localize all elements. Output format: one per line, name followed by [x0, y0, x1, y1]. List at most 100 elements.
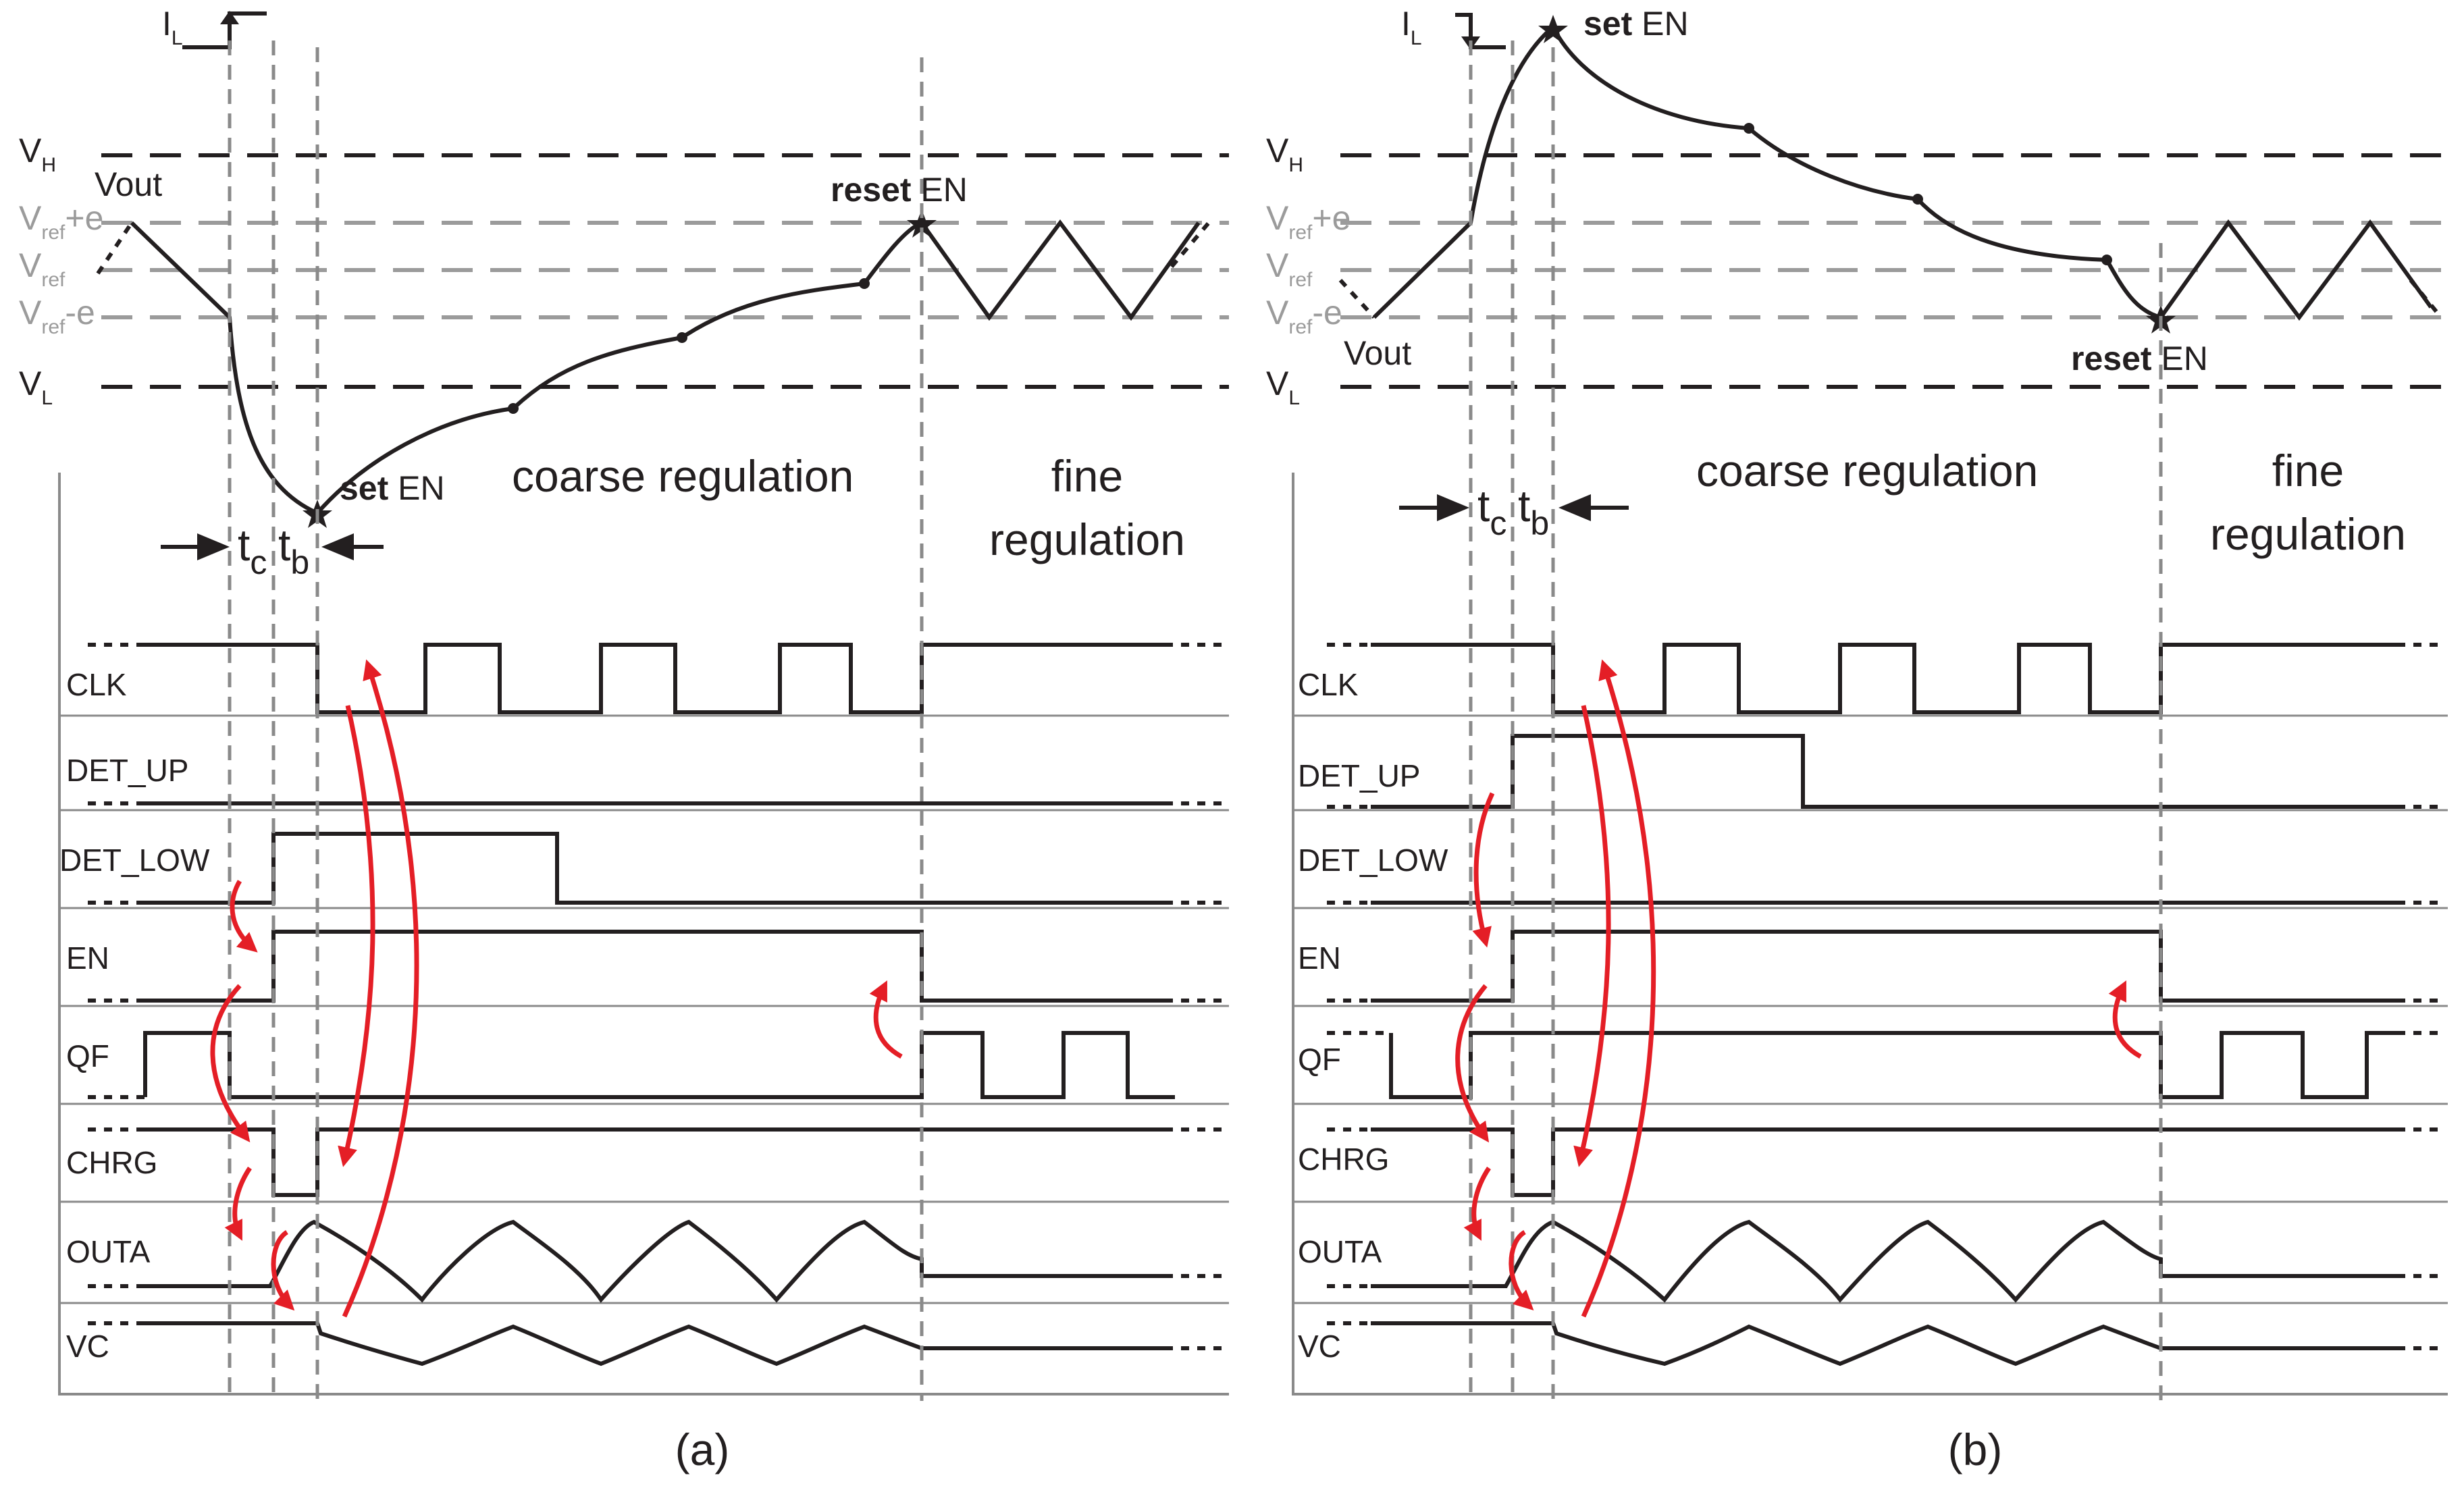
causal-arrow: [1581, 659, 1656, 1318]
causal-arrow: [271, 1230, 295, 1311]
level-label-vl: VL: [19, 365, 53, 409]
signal-label-outa: OUTA: [66, 1234, 151, 1269]
causal-arrow: [1573, 705, 1611, 1167]
tc-left-arrow-icon: [1437, 494, 1469, 521]
panel-caption: (a): [675, 1425, 730, 1474]
signal-label-det-up: DET_UP: [1298, 758, 1420, 793]
set-en-label: set EN: [340, 469, 445, 507]
signal-label-outa: OUTA: [1298, 1234, 1382, 1269]
signal-label-en: EN: [66, 940, 109, 976]
causal-arrow: [2108, 980, 2142, 1059]
signal-label-qf: QF: [66, 1038, 109, 1073]
clk-waveform: [1371, 643, 2397, 714]
vout-future-dashed: [1170, 221, 1211, 268]
vout-label: Vout: [1344, 334, 1411, 372]
vout-waveform: [1372, 24, 2433, 321]
vout-history-dashed: [1338, 278, 1376, 319]
signal-label-vc: VC: [1298, 1329, 1341, 1364]
tb-right-arrow-icon: [321, 533, 354, 560]
signal-label-vc: VC: [66, 1329, 109, 1364]
signal-label-chrg: CHRG: [1298, 1142, 1389, 1177]
tc-label: tc: [238, 520, 267, 581]
vc-waveform: [1371, 1321, 2397, 1366]
qf-waveform: [1389, 1031, 2397, 1099]
panel-caption: (b): [1948, 1425, 2003, 1474]
level-label-vref: Vref: [1266, 246, 1313, 291]
panel-a: IL VH Vref+e Vref Vref-e VL Vout set EN …: [19, 5, 1229, 1474]
level-label-vh: VH: [1266, 132, 1303, 176]
fine-regulation-label-line2: regulation: [2210, 509, 2406, 559]
causal-arrow: [210, 984, 251, 1143]
causal-arrow: [224, 1167, 252, 1241]
vout-future-dashed: [2409, 279, 2443, 319]
reset-en-star-icon: [907, 209, 937, 238]
vout-knee-3: [859, 278, 870, 289]
level-label-vl: VL: [1266, 365, 1300, 409]
tb-label: tb: [1518, 481, 1549, 542]
tb-right-arrow-icon: [1558, 494, 1591, 521]
vout-knee-2: [1912, 194, 1923, 205]
en-waveform: [138, 930, 1165, 1003]
vout-history-dashed: [96, 221, 134, 275]
causal-arrow: [869, 980, 903, 1059]
reset-en-label: reset EN: [2071, 340, 2208, 377]
fine-regulation-label-line1: fine: [2272, 446, 2344, 496]
clk-waveform: [138, 643, 1165, 714]
qf-waveform: [143, 1031, 1175, 1099]
signal-label-chrg: CHRG: [66, 1145, 157, 1180]
vout-knee-2: [677, 332, 687, 343]
tb-label: tb: [278, 520, 309, 581]
load-current-step: [1455, 13, 1506, 49]
signal-label-en: EN: [1298, 940, 1341, 976]
fine-regulation-label-line1: fine: [1051, 451, 1123, 501]
vout-knee-1: [1744, 123, 1754, 134]
det-up-waveform: [1371, 734, 2397, 809]
panel-b: IL VH Vref+e Vref Vref-e VL Vout set EN …: [1266, 5, 2448, 1474]
signal-label-clk: CLK: [1298, 667, 1359, 702]
causal-arrow: [1509, 1229, 1534, 1311]
vout-knee-1: [508, 403, 519, 414]
signal-label-clk: CLK: [66, 667, 127, 702]
signal-label-det-low: DET_LOW: [1298, 843, 1448, 878]
signal-label-det-up: DET_UP: [66, 753, 188, 788]
tc-label: tc: [1477, 481, 1506, 542]
coarse-regulation-label: coarse regulation: [512, 451, 854, 501]
level-label-vref-plus-e: Vref+e: [1266, 199, 1351, 244]
level-label-vh: VH: [19, 132, 56, 176]
signal-label-det-low: DET_LOW: [59, 843, 210, 878]
causal-arrow: [1463, 1167, 1491, 1241]
outa-waveform: [138, 1219, 1165, 1303]
causal-arrow: [338, 705, 375, 1167]
il-label: IL: [1401, 5, 1422, 49]
timing-frame: [58, 473, 1229, 1396]
level-label-vref-minus-e: Vref-e: [19, 294, 95, 338]
timing-frame: [1292, 473, 2448, 1396]
vc-waveform: [138, 1321, 1165, 1366]
tc-left-arrow-icon: [197, 533, 230, 560]
causal-arrow: [1455, 984, 1490, 1143]
level-label-vref: Vref: [19, 246, 65, 291]
set-en-label: set EN: [1583, 5, 1689, 43]
set-en-star-icon: [1538, 15, 1568, 43]
det-low-waveform: [138, 832, 1165, 905]
causal-arrow: [230, 880, 258, 953]
chrg-waveform: [138, 1127, 1165, 1197]
level-label-vref-plus-e: Vref+e: [19, 199, 103, 244]
chrg-waveform: [1371, 1127, 2397, 1197]
outa-waveform: [1371, 1219, 2397, 1303]
il-label: IL: [162, 5, 183, 49]
fine-regulation-label-line2: regulation: [989, 514, 1185, 564]
vout-label: Vout: [95, 165, 162, 203]
causal-arrow: [342, 659, 419, 1318]
load-current-step: [182, 11, 267, 49]
current-step-arrow-icon: [220, 11, 239, 24]
vout-knee-3: [2101, 255, 2112, 265]
en-waveform: [1371, 930, 2397, 1003]
level-label-vref-minus-e: Vref-e: [1266, 294, 1342, 338]
causal-arrow: [1472, 792, 1495, 948]
reset-en-label: reset EN: [831, 171, 968, 209]
coarse-regulation-label: coarse regulation: [1696, 446, 2038, 496]
signal-label-qf: QF: [1298, 1042, 1341, 1077]
